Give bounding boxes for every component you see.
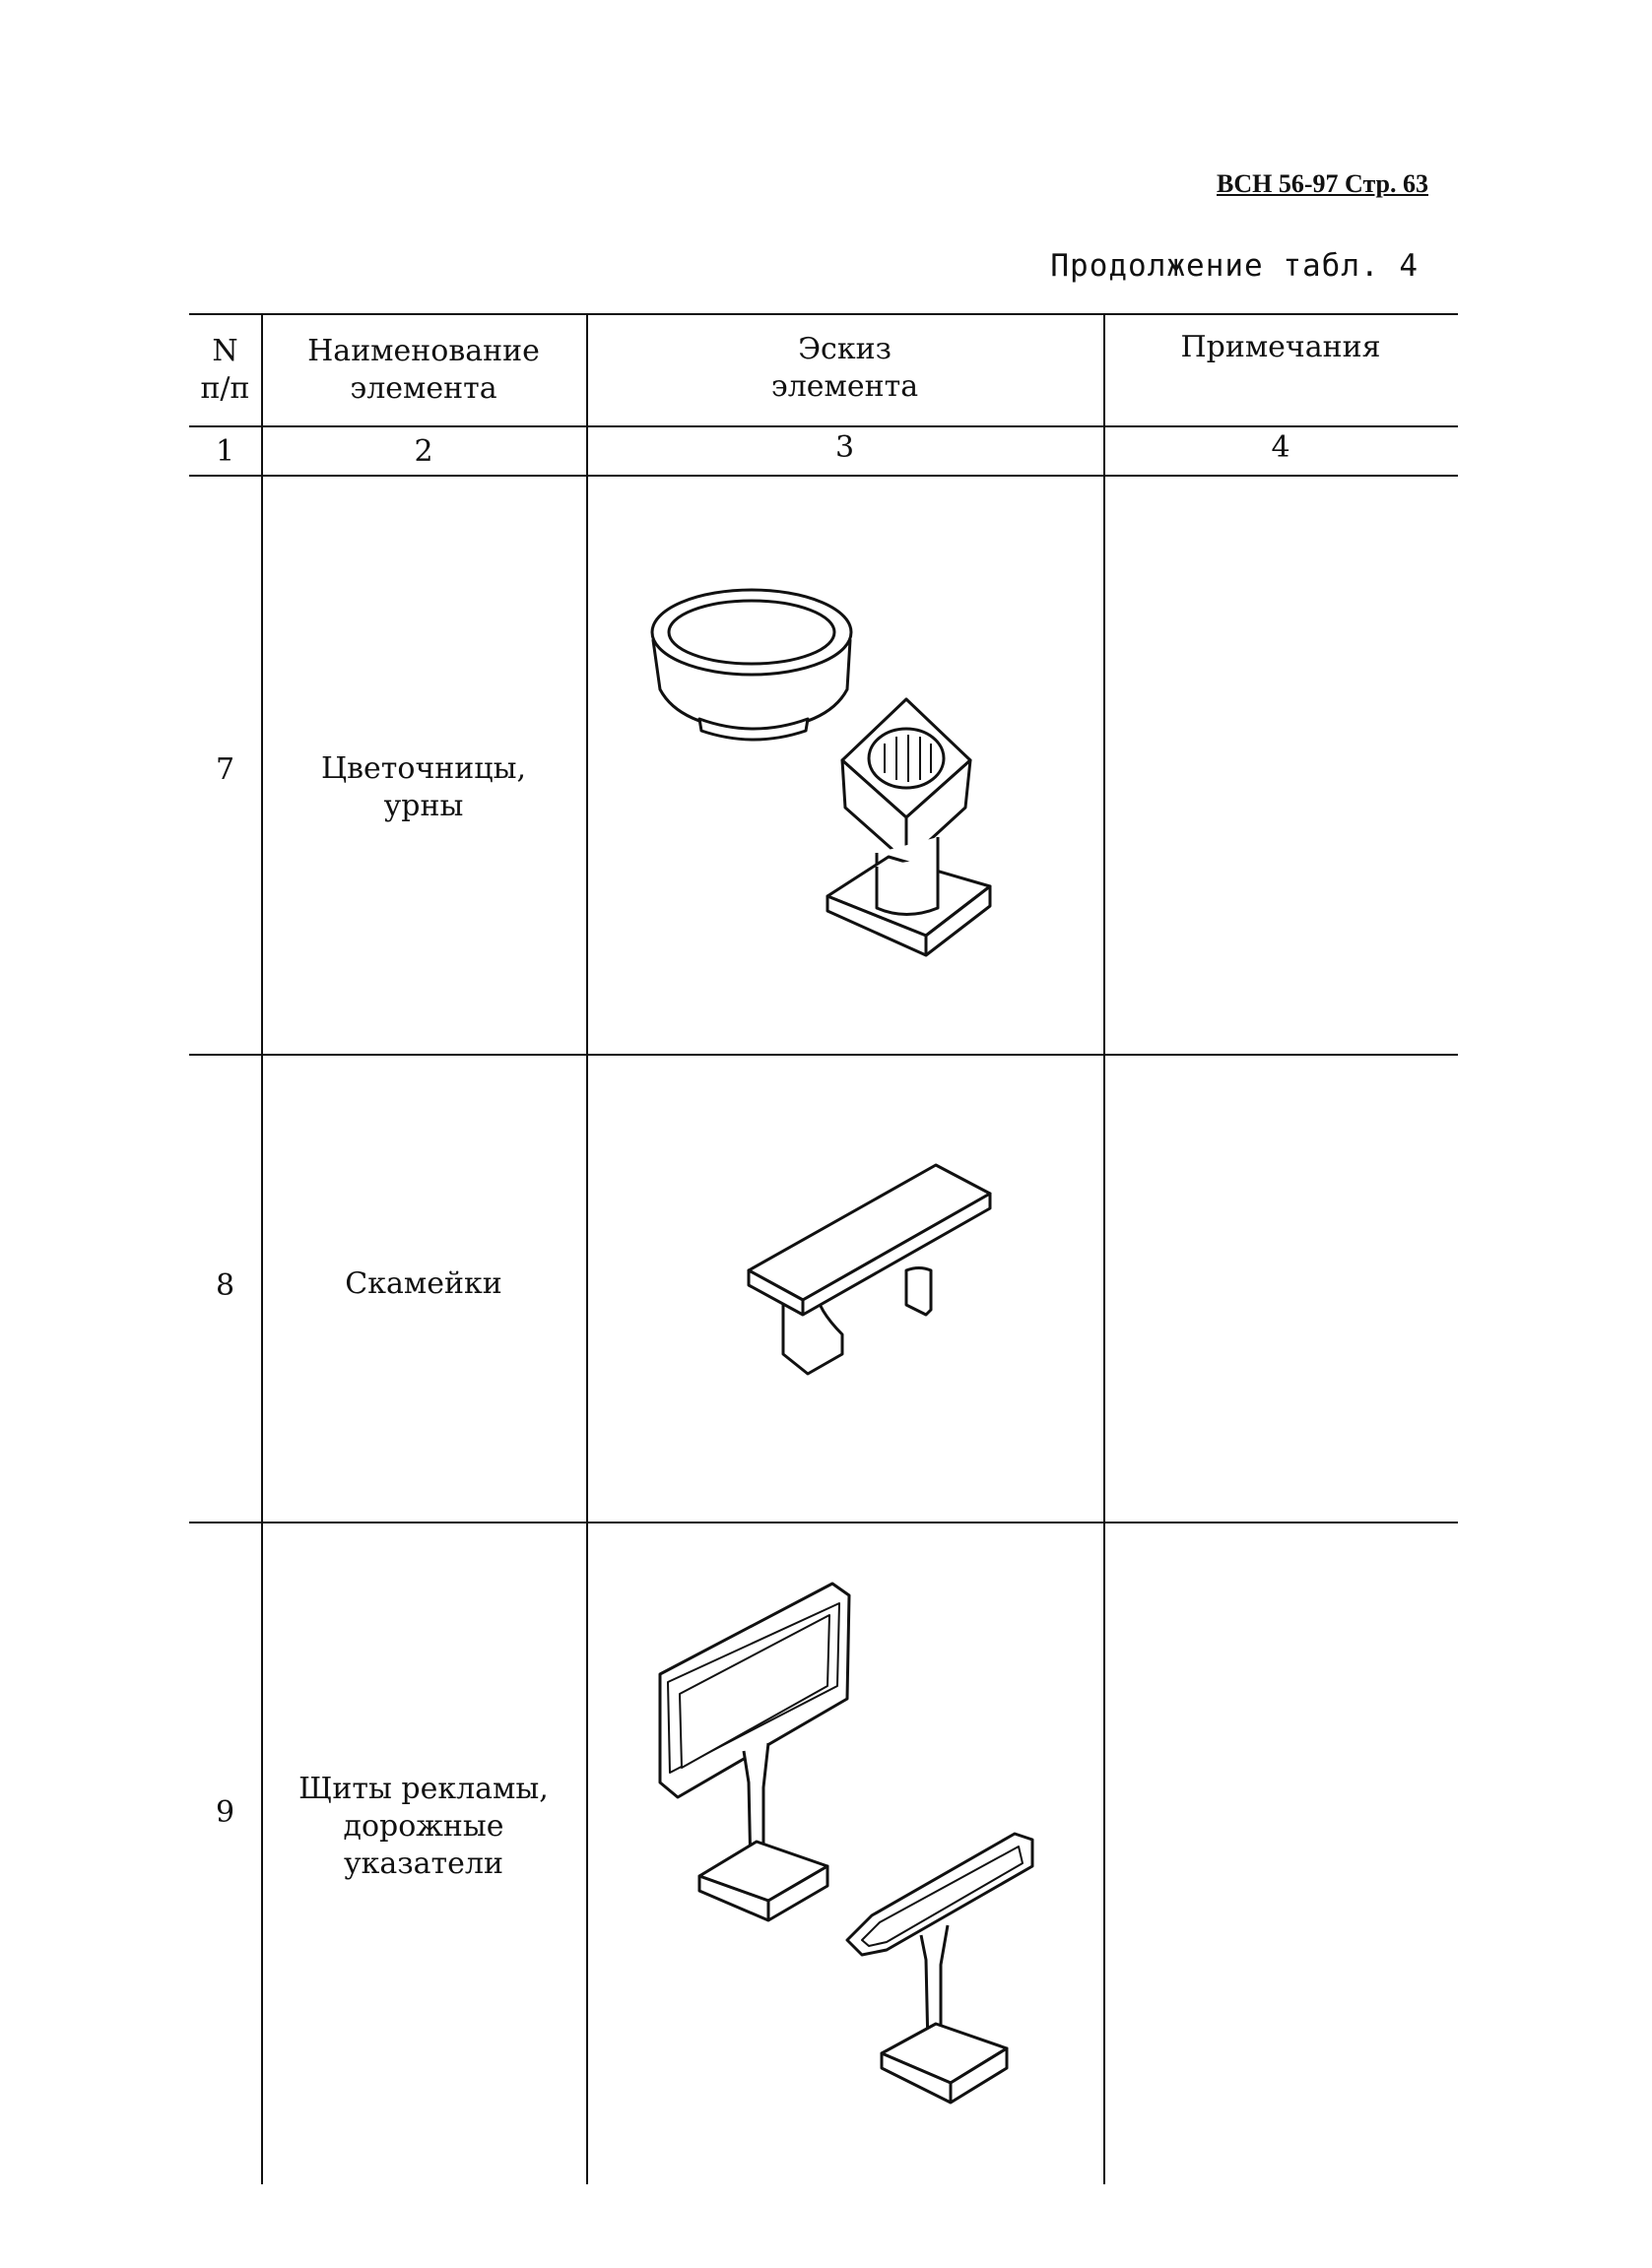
col-divider-3 bbox=[1103, 313, 1105, 2184]
row-8-bottom-border bbox=[189, 1522, 1458, 1523]
col-divider-2 bbox=[586, 313, 588, 2184]
billboards-and-signs-sketch bbox=[658, 1582, 1034, 2105]
colnum-2: 2 bbox=[414, 434, 433, 469]
header-col-name: Наименование элемента bbox=[261, 333, 586, 408]
flowerpot-and-urn-sketch bbox=[650, 588, 992, 957]
row-9-name-line1: Щиты рекламы, bbox=[298, 1772, 549, 1806]
row-9-name-line2: дорожные bbox=[343, 1809, 504, 1844]
row-8-name-line1: Скамейки bbox=[345, 1266, 502, 1301]
col-divider-1 bbox=[261, 313, 263, 2184]
row-9-number: 9 bbox=[215, 1795, 235, 1830]
header-col-number-line2: п/п bbox=[200, 371, 250, 406]
colnum-1: 1 bbox=[215, 434, 235, 469]
header-col-sketch-line1: Эскиз bbox=[798, 332, 892, 366]
header-col-name-line1: Наименование bbox=[307, 334, 540, 368]
header-col-name-line2: элемента bbox=[350, 371, 497, 406]
row-7-name: Цветочницы, урны bbox=[261, 750, 586, 825]
row-9-name-line3: указатели bbox=[344, 1847, 503, 1881]
row-7-bottom-border bbox=[189, 1054, 1458, 1056]
row-9-name: Щиты рекламы, дорожные указатели bbox=[261, 1771, 586, 1883]
header-col-number-line1: N bbox=[212, 334, 238, 368]
bench-sketch bbox=[747, 1163, 992, 1376]
row-8-name: Скамейки bbox=[261, 1265, 586, 1303]
row-8-number: 8 bbox=[215, 1268, 235, 1303]
header-col-sketch: Эскиз элемента bbox=[586, 331, 1103, 406]
row-7-name-line1: Цветочницы, bbox=[321, 751, 526, 786]
header-col-notes-line1: Примечания bbox=[1180, 330, 1381, 364]
table-top-border bbox=[189, 313, 1458, 315]
table-caption: Продолжение табл. 4 bbox=[1050, 248, 1419, 284]
row-7-name-line2: урны bbox=[383, 789, 464, 823]
colnum-3: 3 bbox=[834, 430, 855, 465]
header-col-number: N п/п bbox=[189, 333, 261, 408]
colnum-4: 4 bbox=[1271, 430, 1290, 465]
header-bottom-border bbox=[189, 425, 1458, 427]
header-col-sketch-line2: элемента bbox=[770, 369, 919, 404]
colnum-bottom-border bbox=[189, 475, 1458, 477]
header-col-notes: Примечания bbox=[1103, 329, 1458, 366]
row-7-number: 7 bbox=[215, 752, 235, 787]
document-reference: ВСН 56-97 Стр. 63 bbox=[1217, 169, 1428, 198]
